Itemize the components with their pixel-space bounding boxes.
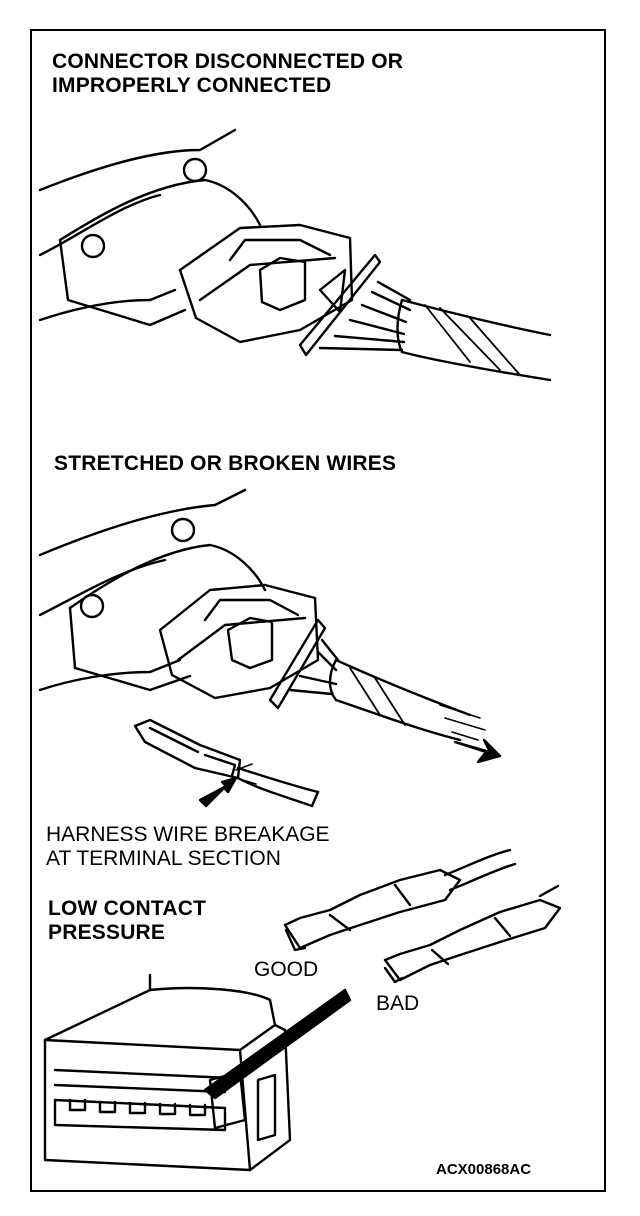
caption-connector-line-2: IMPROPERLY CONNECTED [52,73,332,97]
caption-stretched-wires: STRETCHED OR BROKEN WIRES [54,452,397,475]
low-contact-drawing [43,848,562,1172]
stretched-wires-drawing [38,488,502,808]
caption-low-contact-line-2: PRESSURE [48,920,166,944]
label-good: GOOD [254,958,319,981]
caption-low-contact: LOW CONTACT PRESSURE [48,897,206,944]
connector-disconnected-drawing [38,128,552,382]
figure-code: ACX00868AC [436,1161,532,1178]
caption-low-contact-line-1: LOW CONTACT [48,897,207,920]
label-bad: BAD [376,992,420,1015]
caption-connector-disconnected: CONNECTOR DISCONNECTED OR IMPROPERLY CON… [52,50,403,97]
caption-harness-line-1: HARNESS WIRE BREAKAGE [46,823,330,846]
caption-connector-line-1: CONNECTOR DISCONNECTED OR [52,50,404,73]
figure-frame [30,29,606,1192]
caption-harness-line-2: AT TERMINAL SECTION [46,846,281,870]
caption-harness-breakage: HARNESS WIRE BREAKAGE AT TERMINAL SECTIO… [46,823,330,870]
